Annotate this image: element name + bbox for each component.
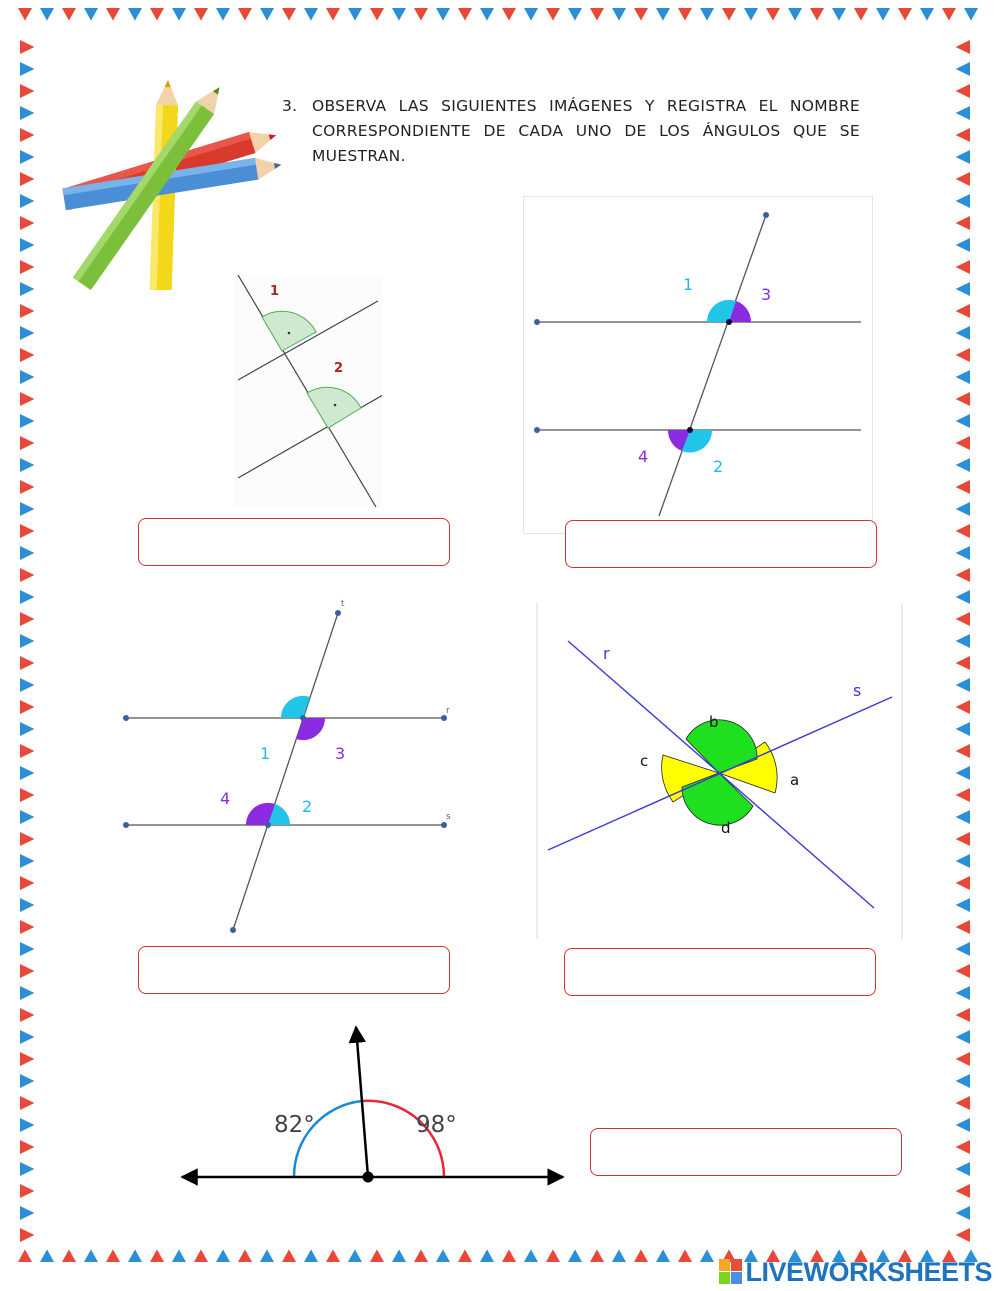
answer-input-3[interactable] xyxy=(138,946,450,994)
live-logo-icon xyxy=(719,1259,743,1284)
question-number: 3. xyxy=(282,97,298,115)
angle-label-3: 3 xyxy=(335,744,345,763)
angle-label-c: c xyxy=(640,752,648,770)
angle-label-2: 2 xyxy=(713,457,723,476)
brand-name: LIVEWORKSHEETS xyxy=(745,1256,992,1287)
angle-label-d: d xyxy=(721,819,731,837)
line-label-r: r xyxy=(603,644,610,663)
answer-input-4[interactable] xyxy=(564,948,876,996)
angle-label-2: 2 xyxy=(334,361,343,376)
line-label-s: s xyxy=(446,812,451,822)
answer-input-2[interactable] xyxy=(565,520,877,568)
angle-label-3: 3 xyxy=(761,285,771,304)
angle-label-1: 1 xyxy=(270,284,279,299)
figure-5-supplementary-angles: 82° 98° xyxy=(180,1025,565,1186)
figure-3-angles-parallel-lines: t r s 1 3 4 2 xyxy=(123,599,451,933)
figure-1-corresponding-angles: 1 2 xyxy=(234,275,382,507)
colored-pencils-illustration xyxy=(62,80,282,290)
angle-label-b: b xyxy=(709,713,719,731)
liveworksheets-logo: LIVEWORKSHEETS xyxy=(719,1256,992,1288)
angle-label-1: 1 xyxy=(683,275,693,294)
figure-4-vertical-angles: r s b c a d xyxy=(536,603,903,939)
angle-label-1: 1 xyxy=(260,744,270,763)
angle-value-98: 98° xyxy=(416,1112,457,1138)
answer-input-5[interactable] xyxy=(590,1128,902,1176)
figure-2-alternate-angles: 1 3 4 2 xyxy=(523,196,873,534)
answer-input-1[interactable] xyxy=(138,518,450,566)
line-label-r: r xyxy=(446,706,450,716)
instruction-text: OBSERVA LAS SIGUIENTES IMÁGENES Y REGIST… xyxy=(312,97,860,165)
line-label-s: s xyxy=(853,681,861,700)
line-label-t: t xyxy=(341,599,345,609)
angle-label-2: 2 xyxy=(302,797,312,816)
angle-label-4: 4 xyxy=(638,447,648,466)
angle-label-a: a xyxy=(790,771,799,789)
angle-label-4: 4 xyxy=(220,789,230,808)
angle-value-82: 82° xyxy=(274,1112,315,1138)
